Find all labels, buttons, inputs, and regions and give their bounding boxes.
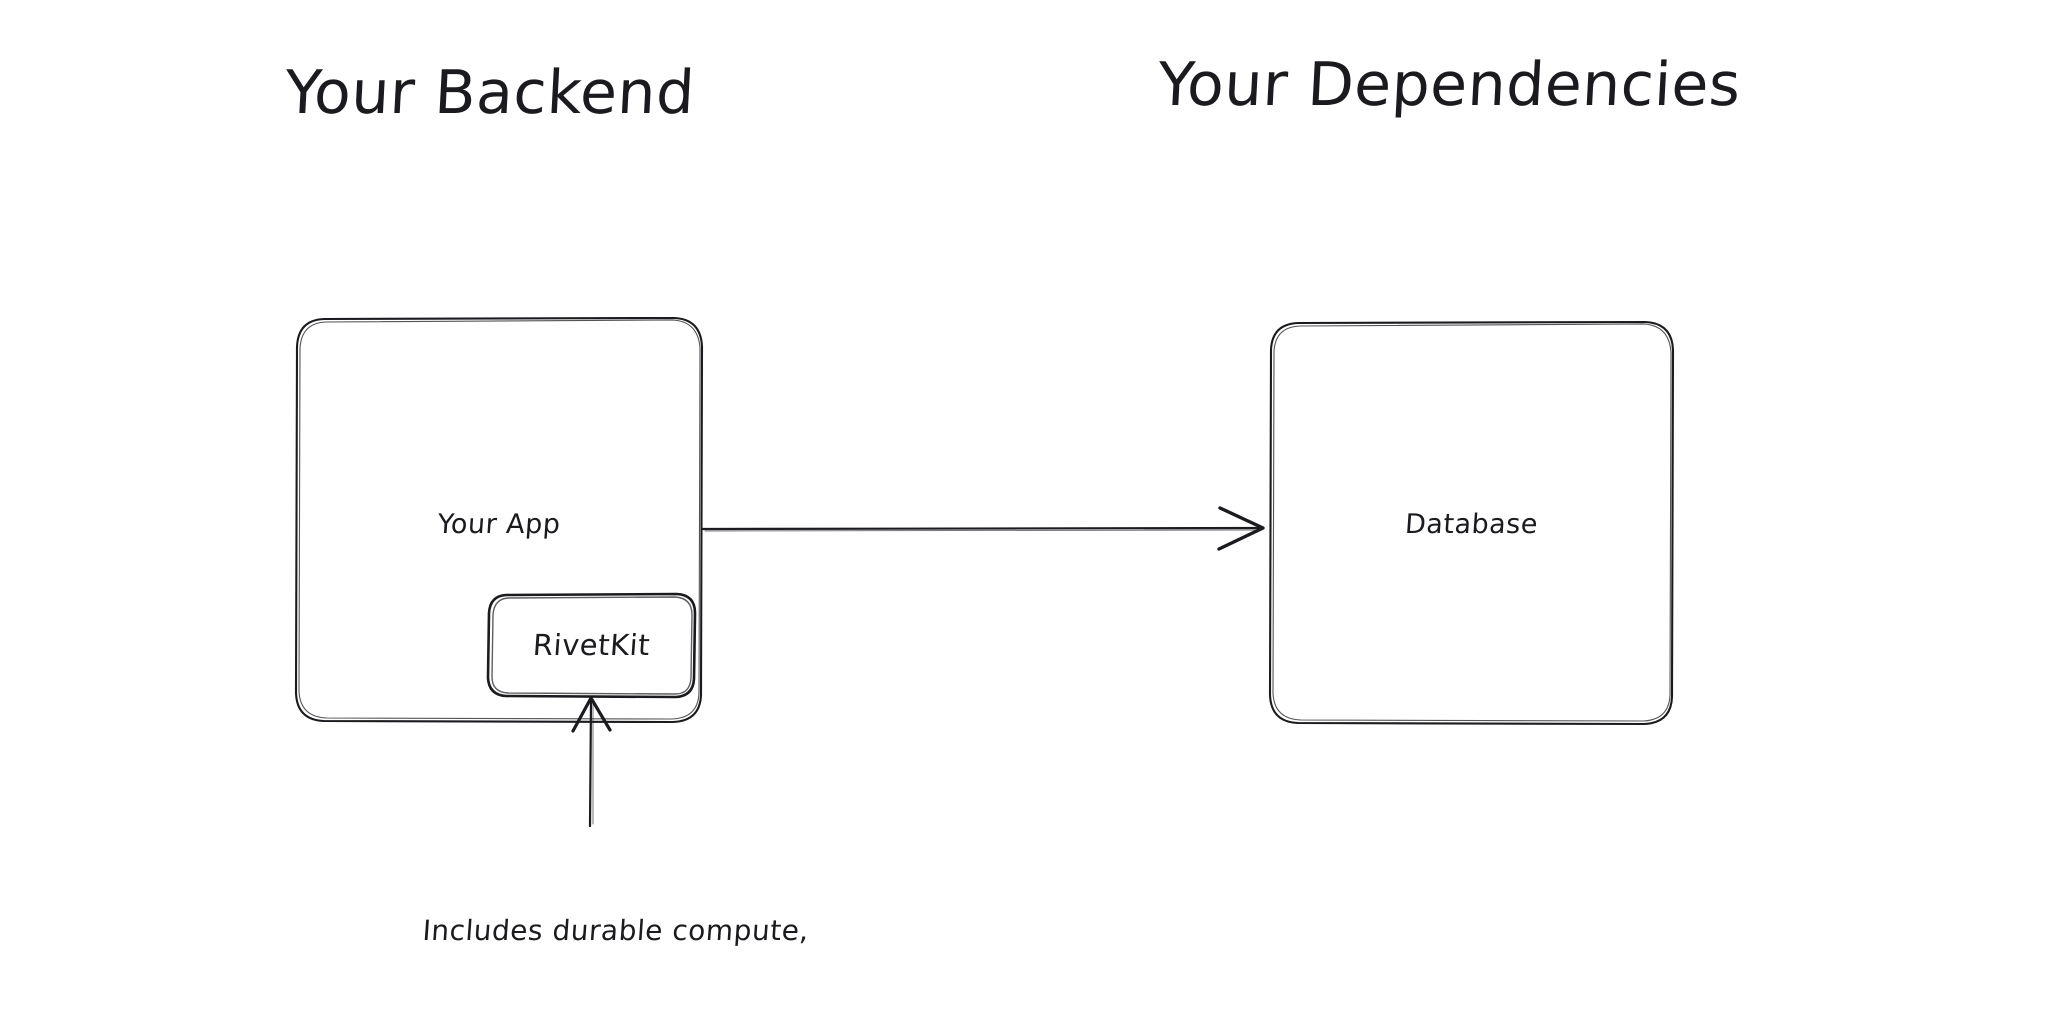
group-title-your-backend: Your Backend xyxy=(283,58,697,128)
group-title-your-dependencies: Your Dependencies xyxy=(1156,50,1743,120)
edge-annotation-to-rivetkit[interactable] xyxy=(571,696,612,828)
edge-app-to-database[interactable] xyxy=(701,506,1265,551)
node-label-rivetkit: RivetKit xyxy=(531,628,652,662)
node-label-database: Database xyxy=(1404,509,1540,540)
node-rivetkit-shape[interactable] xyxy=(486,592,697,699)
annotation-line: Includes durable compute, xyxy=(421,914,811,947)
annotation-rivetkit-capabilities: Includes durable compute, real-time, sch… xyxy=(344,838,872,1024)
node-label-your-app: Your App xyxy=(436,509,562,540)
node-database-shape[interactable] xyxy=(1268,320,1675,726)
